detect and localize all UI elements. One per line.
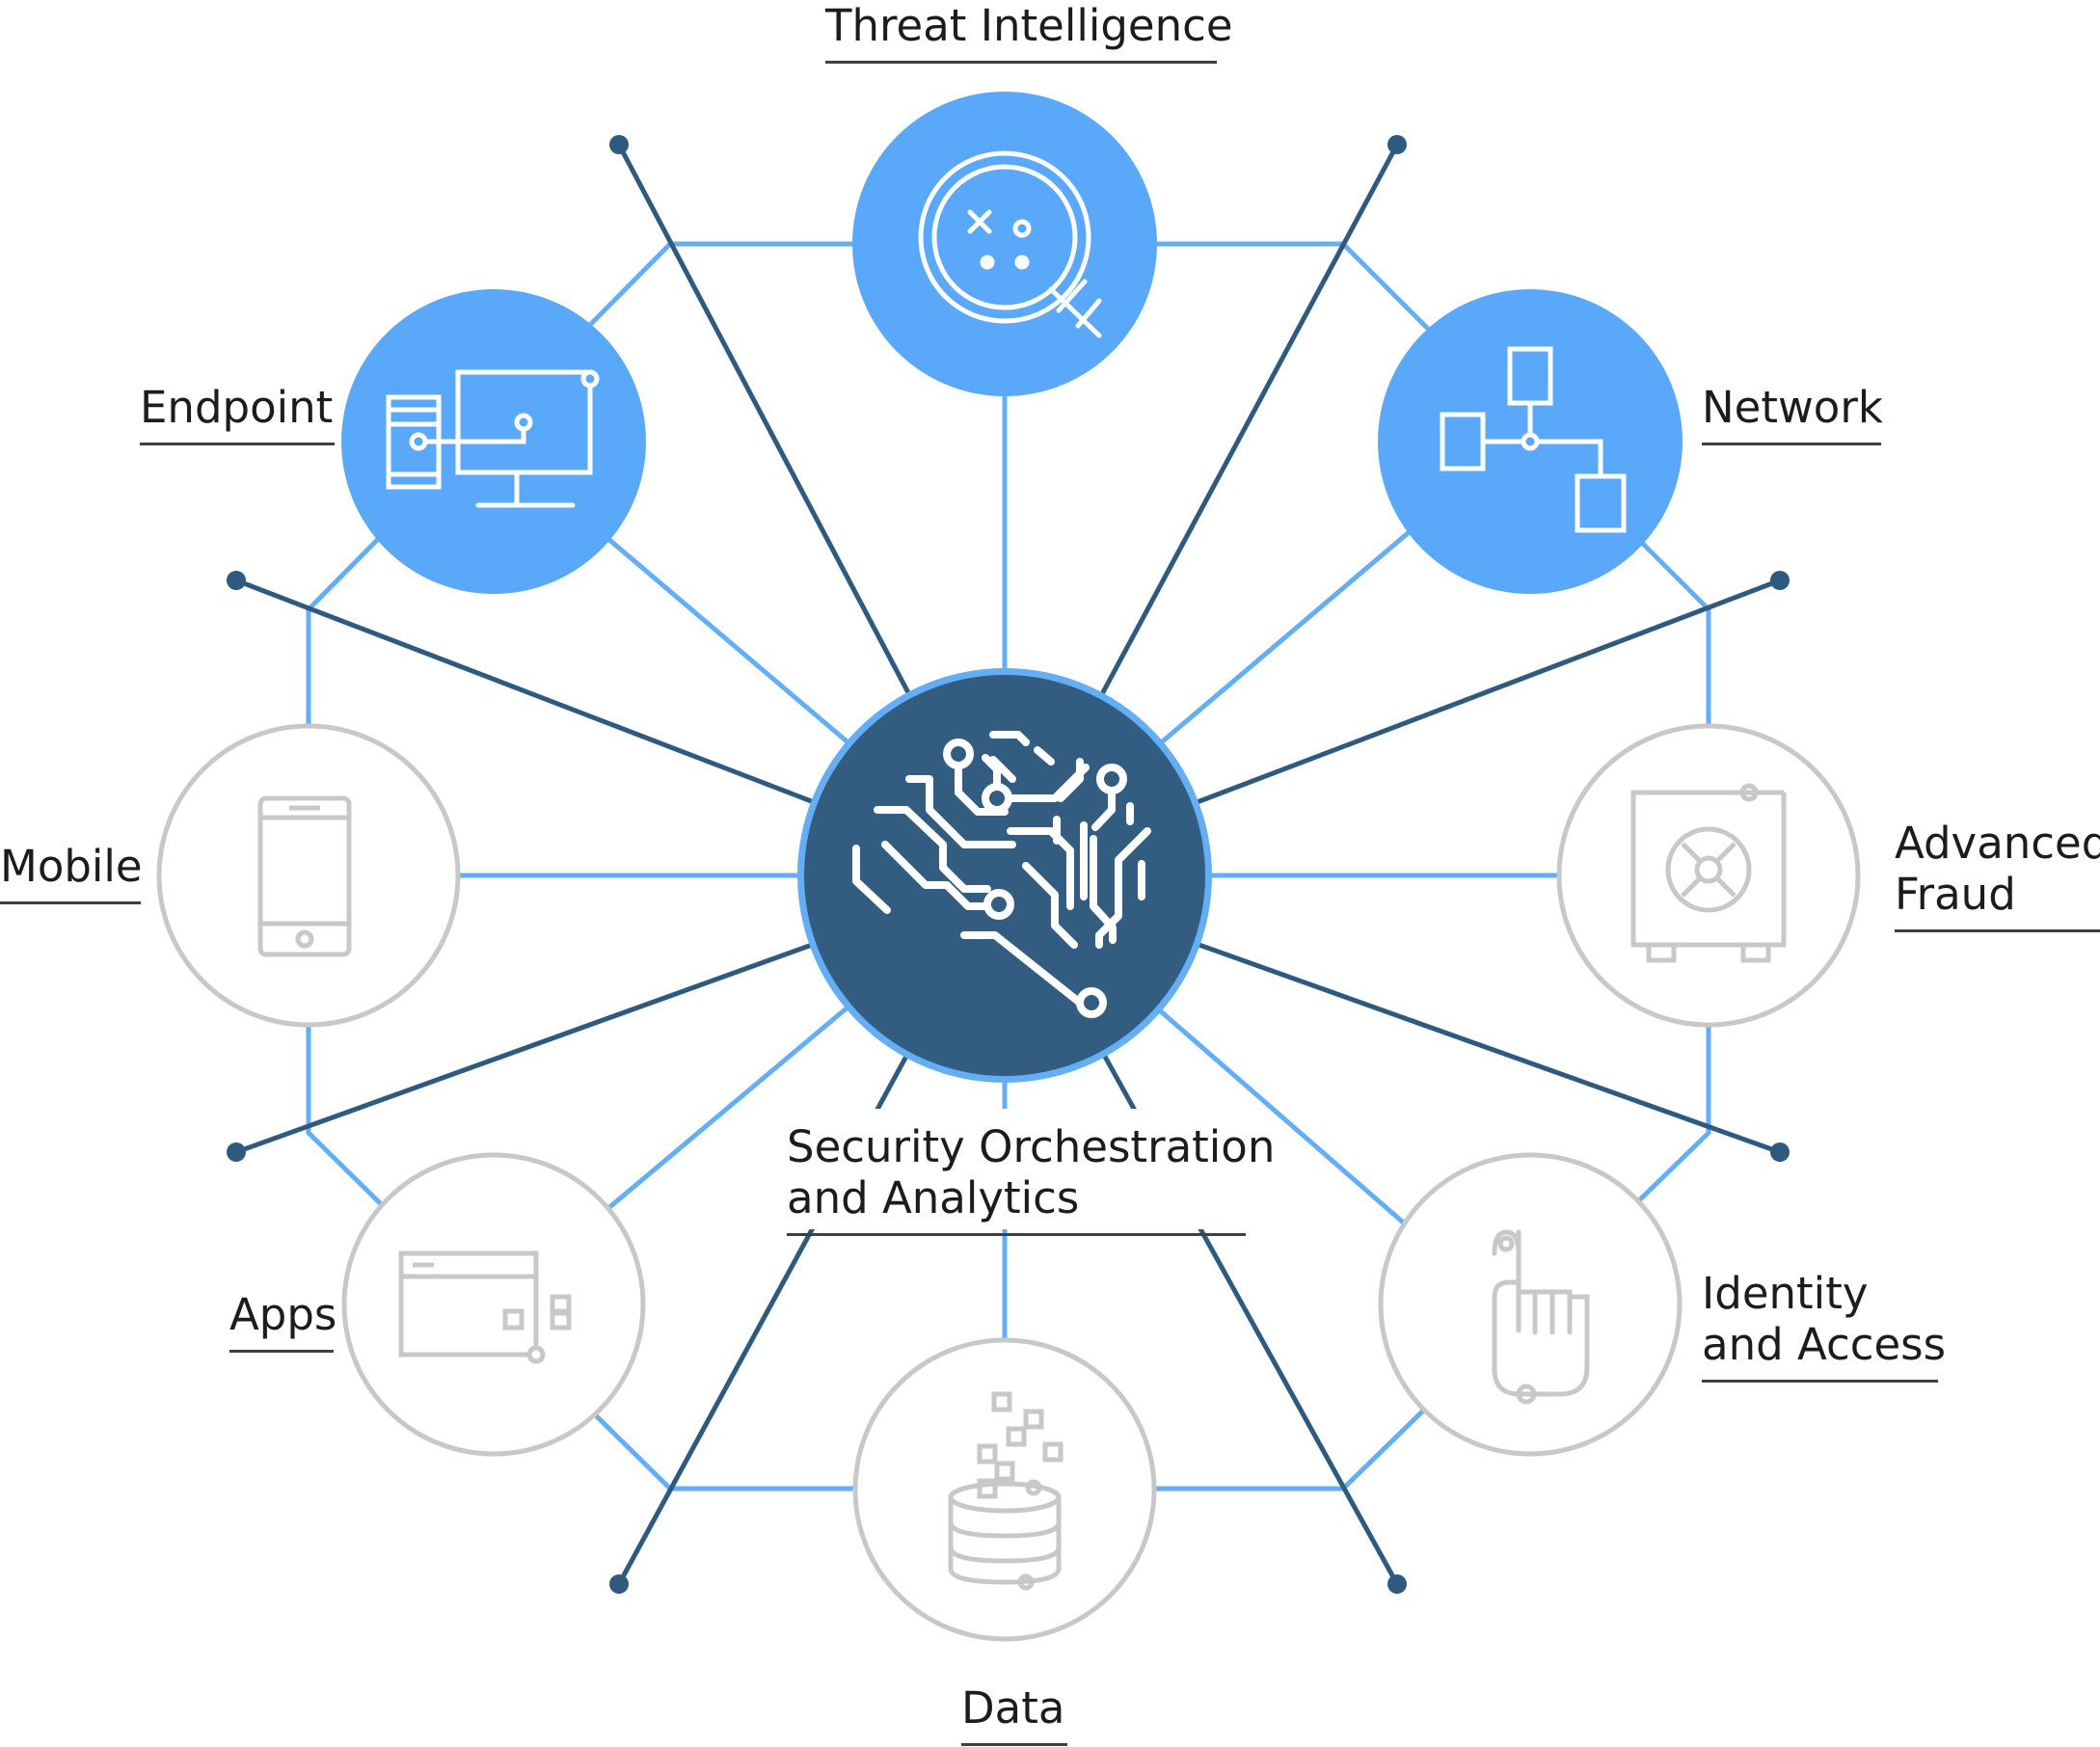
label-line: Identity — [1702, 1268, 1869, 1319]
node-circle — [156, 723, 461, 1028]
label-line: Security Orchestration — [787, 1121, 1276, 1172]
node-circle — [341, 1152, 646, 1457]
spoke-end-dots — [227, 135, 1790, 1594]
mobile-phone-icon — [257, 795, 352, 957]
node-identity-and-access[interactable] — [1378, 1152, 1683, 1457]
label-data: Data — [961, 1682, 1067, 1746]
node-mobile[interactable] — [156, 723, 461, 1028]
brain-circuit-icon — [852, 731, 1151, 1018]
node-apps[interactable] — [341, 1152, 646, 1457]
spoke-dot — [609, 135, 629, 154]
label-advanced-fraud: Advanced Fraud — [1895, 818, 2100, 932]
label-line: and Access — [1702, 1319, 1947, 1370]
label-line: Data — [961, 1682, 1065, 1734]
label-threat-intelligence: Threat Intelligence — [825, 0, 1233, 64]
desktop-server-icon — [386, 369, 600, 508]
label-apps: Apps — [229, 1289, 337, 1353]
label-line: Fraud — [1895, 869, 2016, 920]
spoke-dot — [1387, 1574, 1407, 1594]
node-data[interactable] — [852, 1337, 1157, 1642]
label-line: Endpoint — [140, 382, 334, 433]
node-threat-intelligence[interactable] — [852, 92, 1157, 396]
spoke-dot — [609, 1574, 629, 1594]
node-circle — [852, 92, 1157, 396]
label-line: Apps — [229, 1289, 337, 1340]
fingerprint-hand-icon — [1492, 1229, 1590, 1405]
label-center: Security Orchestration and Analytics — [787, 1121, 1276, 1236]
node-circle — [1556, 723, 1861, 1028]
spoke-dot — [1770, 1142, 1790, 1162]
node-circle — [1378, 1152, 1683, 1457]
node-network[interactable] — [1378, 289, 1683, 594]
center-hub[interactable] — [797, 668, 1212, 1083]
spoke-dot — [1387, 135, 1407, 154]
safe-vault-icon — [1630, 783, 1787, 963]
label-line: Mobile — [0, 841, 143, 892]
label-identity-and-access: Identity and Access — [1702, 1268, 1947, 1383]
label-line: Threat Intelligence — [825, 0, 1233, 51]
center-label-backdrop — [786, 1109, 1258, 1229]
label-network: Network — [1702, 382, 1883, 445]
network-topology-icon — [1440, 346, 1627, 533]
spoke-dot — [1770, 571, 1790, 590]
label-mobile: Mobile — [0, 841, 143, 904]
label-line: Network — [1702, 382, 1883, 433]
label-endpoint: Endpoint — [140, 382, 335, 445]
app-window-icon — [398, 1250, 572, 1364]
node-endpoint[interactable] — [341, 289, 646, 594]
magnifier-threat-icon — [918, 150, 1102, 338]
database-icon — [948, 1391, 1063, 1591]
node-circle — [852, 1337, 1157, 1642]
spoke-dot — [227, 1142, 246, 1162]
label-line: Advanced — [1895, 818, 2100, 869]
node-advanced-fraud[interactable] — [1556, 723, 1861, 1028]
spoke-dot — [227, 571, 246, 590]
label-line: and Analytics — [787, 1172, 1080, 1223]
